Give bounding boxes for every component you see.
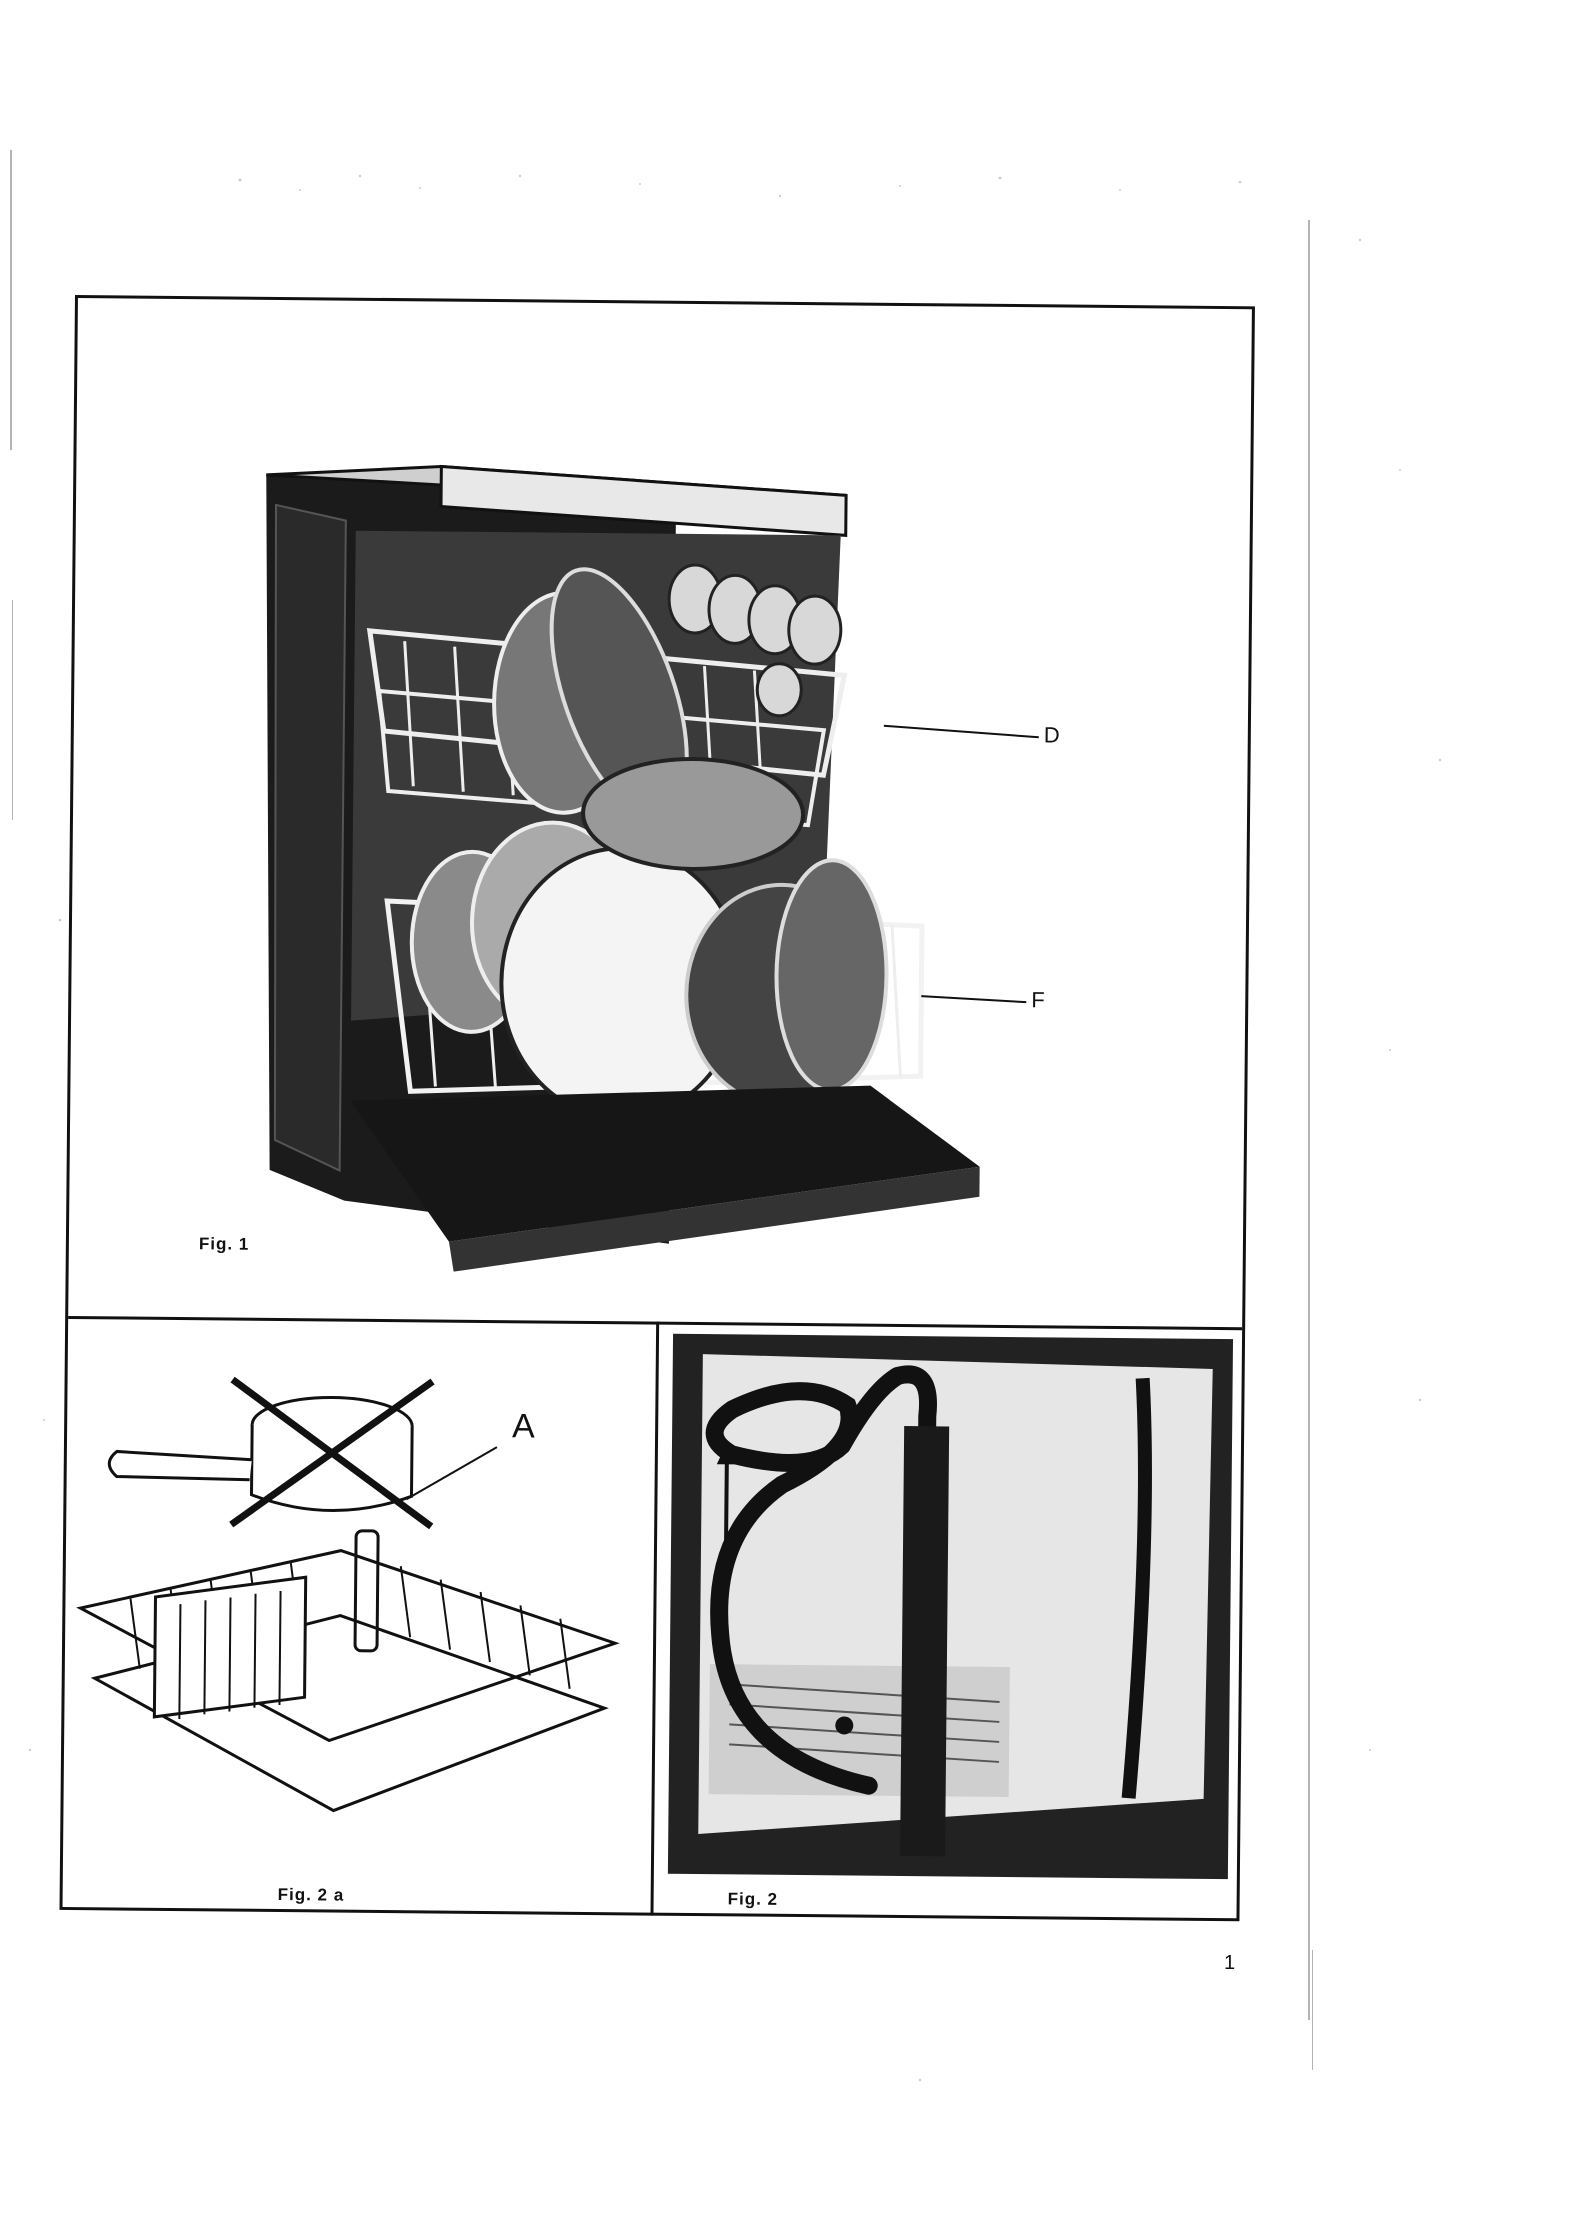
callout-f: F xyxy=(1031,987,1045,1013)
callout-d: D xyxy=(1044,722,1060,748)
dishwasher-illustration xyxy=(219,379,1228,1289)
fig1-label: Fig. 1 xyxy=(199,1234,250,1254)
fig2a-label: Fig. 2 a xyxy=(278,1885,345,1906)
divider-vertical xyxy=(650,1322,659,1916)
basket-illustration xyxy=(68,1348,648,1873)
drain-hose-photo xyxy=(668,1334,1233,1879)
callout-a: A xyxy=(512,1407,535,1446)
page-number: 1 xyxy=(1224,1952,1235,1975)
fig2-label: Fig. 2 xyxy=(728,1889,779,1909)
figure-frame: D F Fig. 1 A Fig. 2 a xyxy=(59,295,1254,1921)
